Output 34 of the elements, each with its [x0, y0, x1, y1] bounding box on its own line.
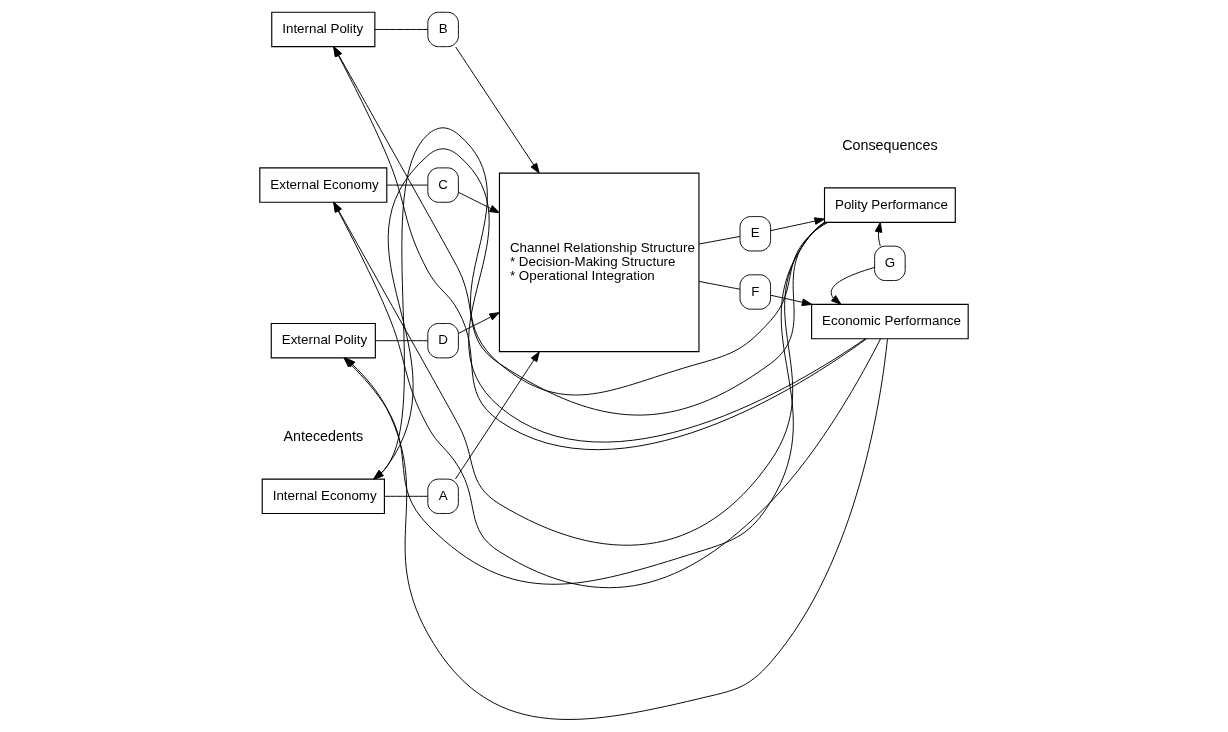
node-box: C	[427, 167, 459, 203]
arrow	[830, 266, 876, 305]
node-box: A	[427, 478, 459, 514]
label: Consequences	[842, 137, 938, 154]
node-box: Internal Economy	[261, 478, 385, 515]
arrow	[770, 294, 813, 307]
node-box: E	[739, 216, 772, 252]
node-box: G	[874, 245, 906, 282]
arrow	[770, 217, 825, 232]
node-box: External Polity	[270, 322, 376, 359]
arrow	[333, 46, 827, 416]
node-box: Internal Polity	[271, 11, 376, 48]
arrow	[458, 312, 500, 334]
node-box: F	[739, 274, 772, 310]
label: Antecedents	[283, 428, 364, 445]
arrow	[333, 46, 867, 451]
arrow	[333, 201, 825, 546]
node-box: B	[427, 11, 459, 48]
connector	[374, 29, 429, 30]
arrow	[874, 221, 883, 247]
node-box: Channel Relationship Structure * Decision-Making Structure * Operational Integration	[498, 172, 700, 353]
node-box: Economic Performance	[811, 303, 969, 340]
connector	[375, 340, 429, 342]
node-box: Polity Performance	[823, 187, 956, 223]
arrow	[333, 201, 881, 588]
arrow	[458, 191, 500, 214]
arrow	[455, 46, 540, 174]
node-box: External Economy	[259, 167, 388, 203]
connector	[384, 495, 429, 497]
connector	[386, 184, 428, 186]
node-box: D	[427, 323, 459, 359]
arrow	[454, 351, 540, 480]
connector	[698, 280, 741, 290]
connector	[698, 236, 741, 245]
